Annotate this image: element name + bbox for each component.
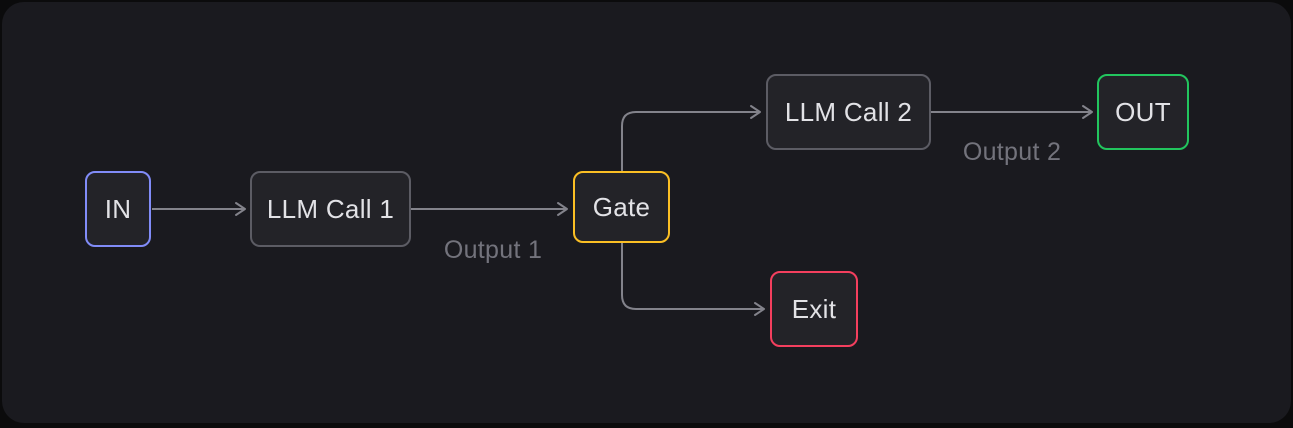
node-llm-call-2-label: LLM Call 2 bbox=[784, 96, 913, 127]
edge-label-output-1: Output 1 bbox=[443, 236, 543, 264]
node-exit: Exit bbox=[770, 271, 858, 347]
node-llm-call-1: LLM Call 1 bbox=[250, 171, 411, 247]
node-llm-call-2: LLM Call 2 bbox=[766, 74, 931, 150]
node-in: IN bbox=[85, 171, 151, 247]
edge-gate-to-exit bbox=[621, 243, 765, 316]
node-out: OUT bbox=[1097, 74, 1189, 150]
edge-gate-to-llm-call-2 bbox=[621, 105, 761, 171]
node-in-label: IN bbox=[104, 193, 132, 224]
node-exit-label: Exit bbox=[791, 293, 837, 324]
node-out-label: OUT bbox=[1115, 96, 1171, 127]
node-llm-call-1-label: LLM Call 1 bbox=[266, 193, 395, 224]
node-gate: Gate bbox=[573, 171, 670, 243]
edge-label-output-2: Output 2 bbox=[962, 138, 1062, 166]
node-gate-label: Gate bbox=[592, 191, 651, 222]
